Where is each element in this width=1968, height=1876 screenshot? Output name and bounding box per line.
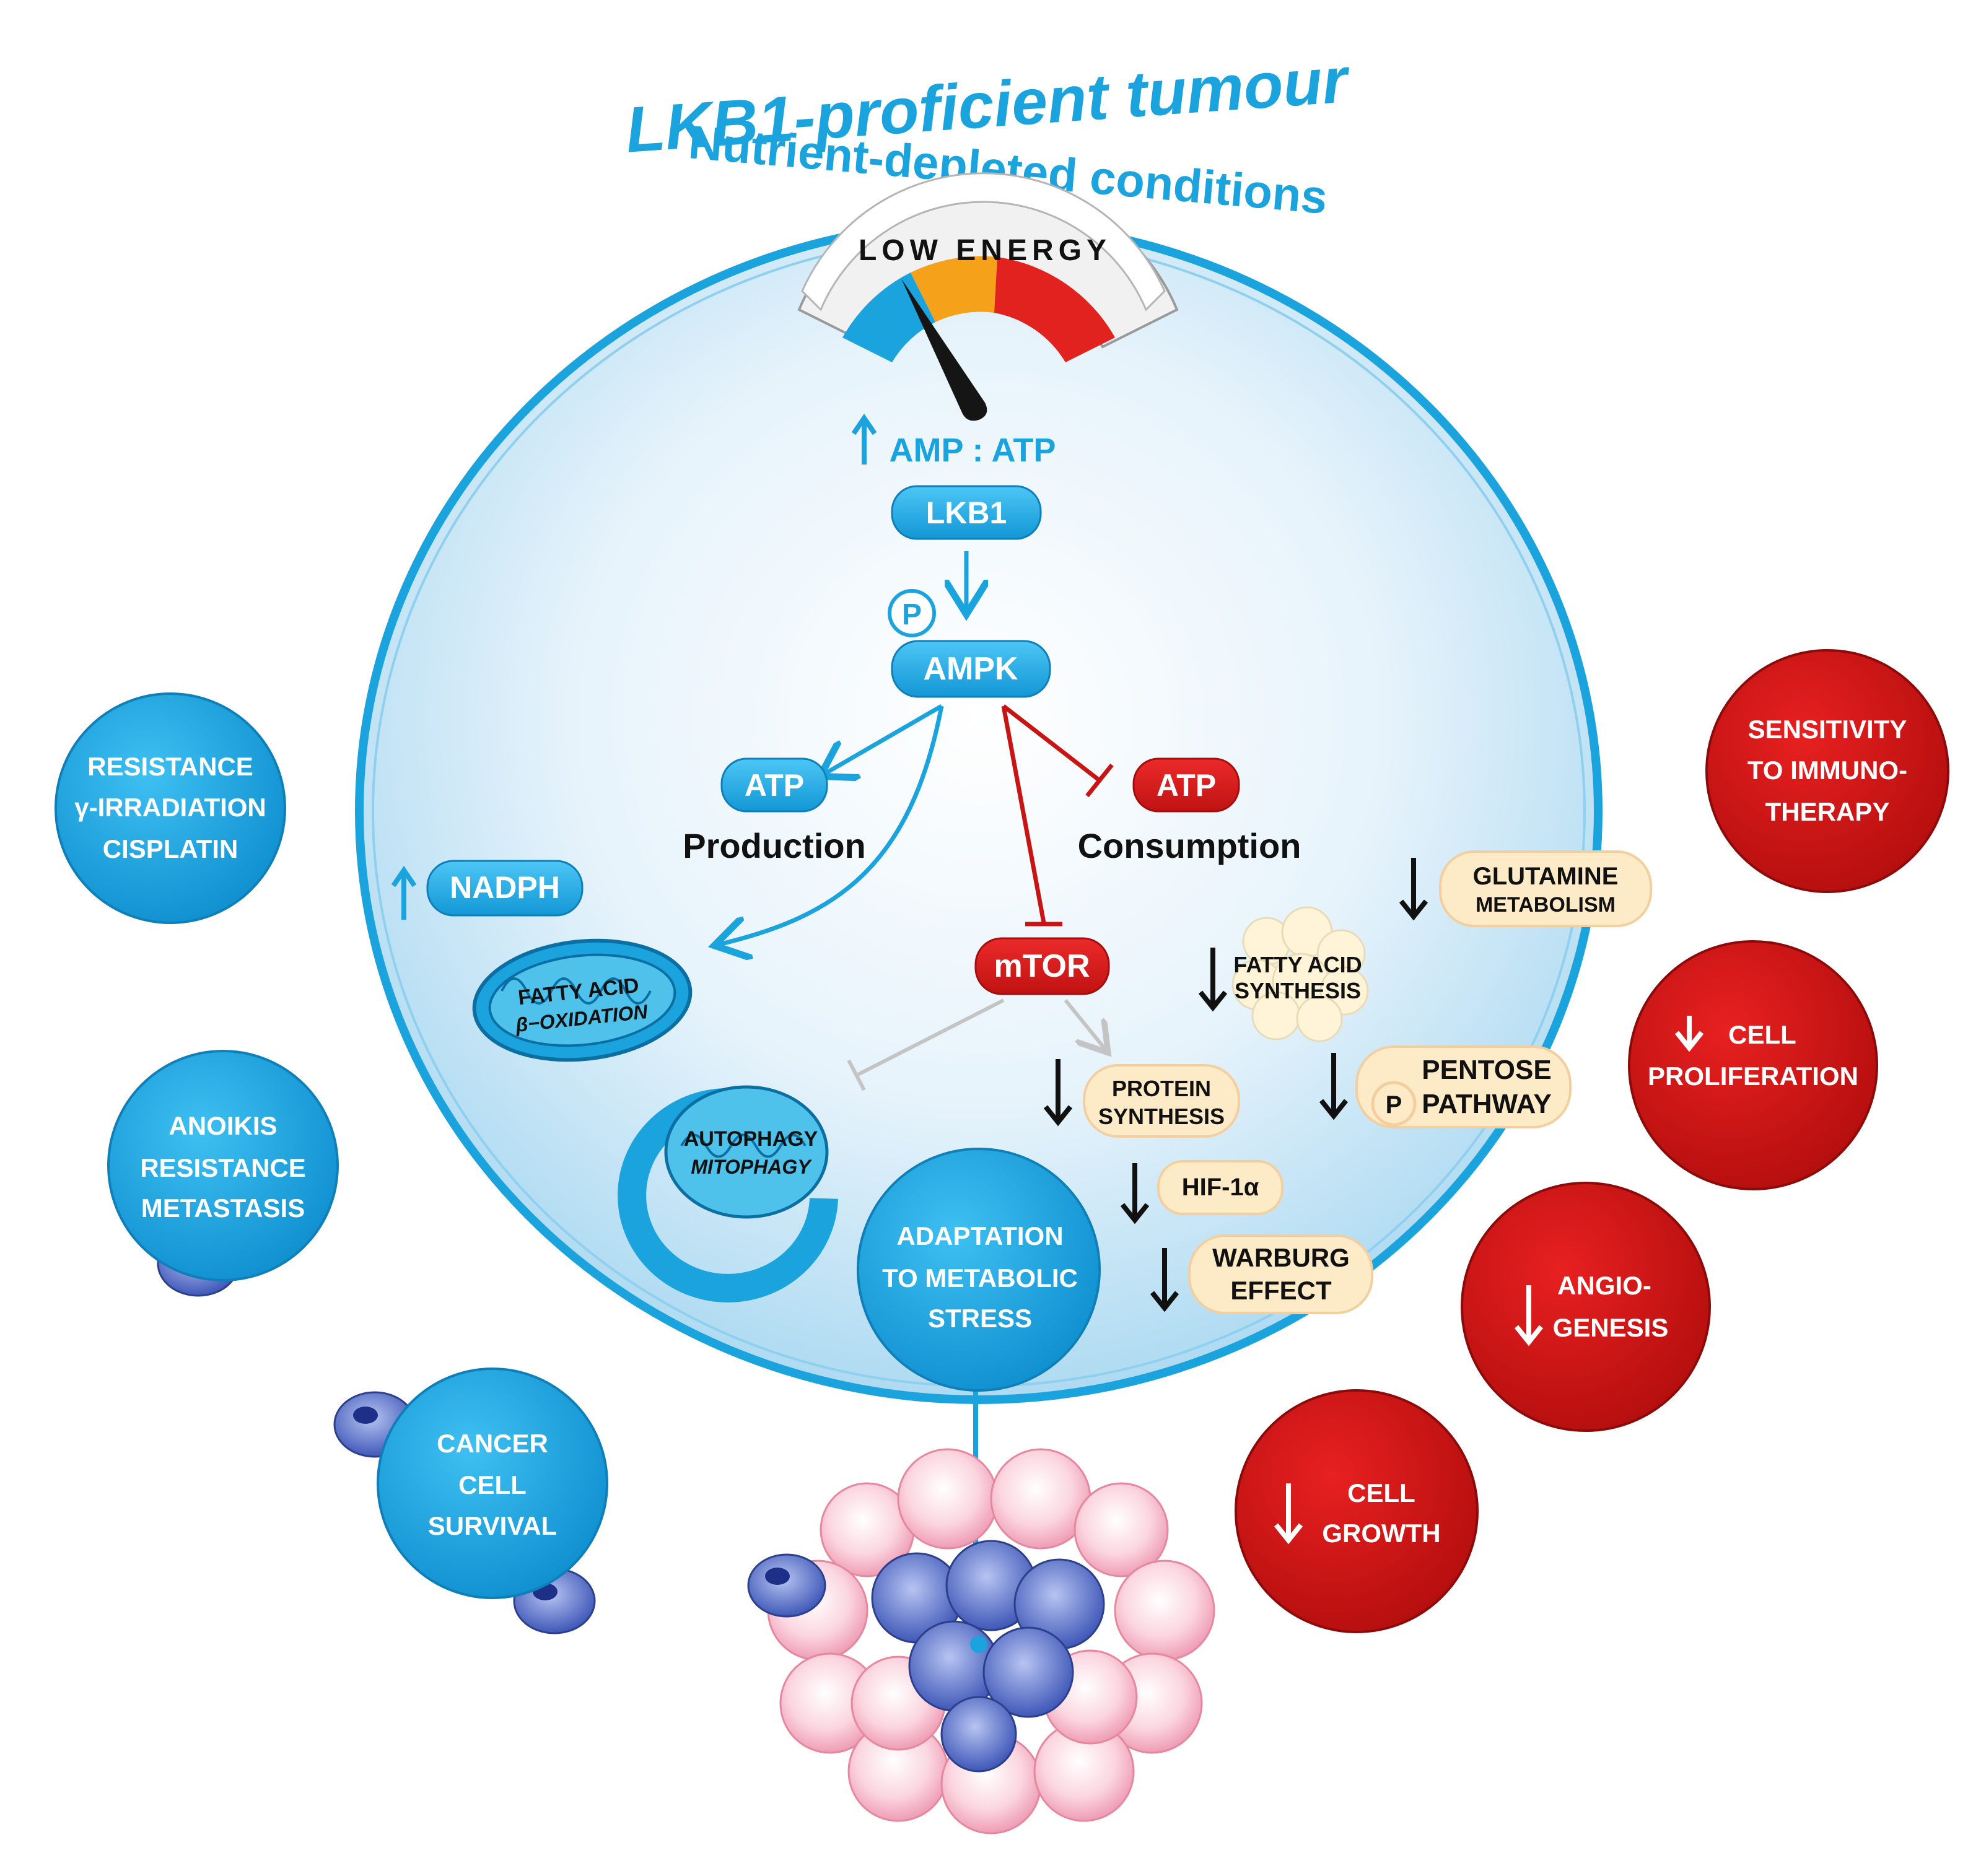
autophagy-line2: MITOPHAGY [691,1156,812,1178]
ampk-node: AMPK [891,640,1051,698]
tumour-cluster [767,1448,1215,1835]
proliferation-circle: CELL PROLIFERATION [1628,940,1878,1190]
proliferation-line1: CELL [1728,1020,1796,1049]
survival-line2: CELL [458,1470,527,1499]
phosphate-label: P [902,598,922,631]
warburg-node: WARBURG EFFECT [1150,1234,1373,1314]
anoikis-circle: ANOIKIS RESISTANCE METASTASIS [107,1050,339,1281]
growth-line1: CELL [1347,1478,1415,1507]
survival-line1: CANCER [437,1429,548,1458]
hif-node: HIF-1α [1120,1160,1284,1224]
fatty-acid-synthesis-line1: FATTY ACID [1233,952,1362,977]
immuno-line3: THERAPY [1765,797,1890,826]
proliferation-line2: PROLIFERATION [1648,1062,1858,1091]
lipid-droplets-icon [1231,906,1369,1042]
lkb1-label: LKB1 [926,495,1007,530]
resistance-line1: RESISTANCE [87,752,253,781]
phosphate-marker: P [888,589,936,637]
glutamine-line2: METABOLISM [1476,893,1616,917]
atp-production-node: ATP Production [683,757,866,865]
anoikis-line3: METASTASIS [141,1193,305,1223]
anoikis-line1: ANOIKIS [168,1111,277,1140]
amp-atp-increase: AMP : ATP [851,413,1056,469]
autophagy-node: AUTOPHAGY MITOPHAGY [618,1085,838,1302]
atp-production-label: Production [683,826,866,865]
nadph-node: NADPH [391,860,584,920]
angiogenesis-line1: ANGIO- [1557,1271,1651,1300]
warburg-line1: WARBURG [1212,1243,1350,1272]
mtor-to-protein-synthesis-arrow [1064,999,1106,1050]
immunotherapy-circle: SENSITIVITY TO IMMUNO- THERAPY [1705,649,1949,893]
gauge-red-segment [994,257,1115,362]
autophagy-line1: AUTOPHAGY [684,1127,818,1151]
immuno-line1: SENSITIVITY [1748,715,1907,744]
atp-production-badge: ATP [745,768,804,803]
growth-line2: GROWTH [1322,1519,1440,1548]
adaptation-line1: ADAPTATION [896,1221,1063,1250]
gauge-needle [901,279,987,421]
glutamine-node: GLUTAMINE METABOLISM [1399,850,1652,927]
resistance-circle: RESISTANCE γ-IRRADIATION CISPLATIN [55,692,286,924]
hif-label: HIF-1α [1182,1174,1259,1201]
adaptation-line2: TO METABOLIC [882,1263,1078,1293]
protein-synthesis-line1: PROTEIN [1112,1076,1211,1101]
immuno-line2: TO IMMUNO- [1747,756,1907,785]
mitochondrion: FATTY ACID β−OXIDATION [472,938,693,1062]
anoikis-line2: RESISTANCE [140,1153,306,1182]
resistance-line3: CISPLATIN [103,834,238,863]
atp-consumption-badge: ATP [1157,768,1216,803]
energy-gauge: LOW ENERGY [797,172,1179,421]
pentose-p: P [1386,1091,1402,1119]
lkb1-node: LKB1 [891,485,1042,540]
glutamine-line1: GLUTAMINE [1473,863,1619,890]
survival-line3: SURVIVAL [428,1511,557,1540]
fatty-acid-synthesis-line2: SYNTHESIS [1235,978,1361,1003]
atp-consumption-node: ATP Consumption [1078,757,1301,865]
adaptation-line3: STRESS [928,1304,1032,1333]
ampk-label: AMPK [923,651,1018,687]
ampk-inhibits-atp-consumption [1002,704,1114,798]
gauge-orange-segment [911,256,997,322]
growth-circle: CELL GROWTH [1235,1389,1479,1633]
pentose-pathway-node: PENTOSE P PATHWAY [1319,1045,1572,1128]
atp-consumption-label: Consumption [1078,826,1301,865]
warburg-line2: EFFECT [1230,1276,1332,1305]
gauge-label: LOW ENERGY [859,234,1111,267]
mtor-node: mTOR [974,937,1110,995]
survival-circle: CANCER CELL SURVIVAL [377,1368,608,1599]
mtor-label: mTOR [994,948,1090,984]
amp-atp-label: AMP : ATP [890,432,1056,469]
resistance-line2: γ-IRRADIATION [74,793,266,822]
ampk-inhibits-mtor [1001,705,1062,927]
protein-synthesis-node: PROTEIN SYNTHESIS [1043,1059,1240,1138]
ampk-to-atp-production-arrow [824,704,943,774]
pentose-line1: PENTOSE [1422,1055,1551,1085]
fatty-acid-synthesis-node: FATTY ACID SYNTHESIS [1198,906,1369,1042]
mtor-inhibits-autophagy [847,998,1005,1091]
protein-synthesis-line2: SYNTHESIS [1098,1104,1225,1129]
ampk-to-mitochondria-arrow [719,705,944,945]
nadph-label: NADPH [450,870,560,905]
angiogenesis-line2: GENESIS [1553,1313,1669,1342]
angiogenesis-circle: ANGIO- GENESIS [1461,1182,1711,1432]
pentose-line2: PATHWAY [1422,1089,1551,1119]
